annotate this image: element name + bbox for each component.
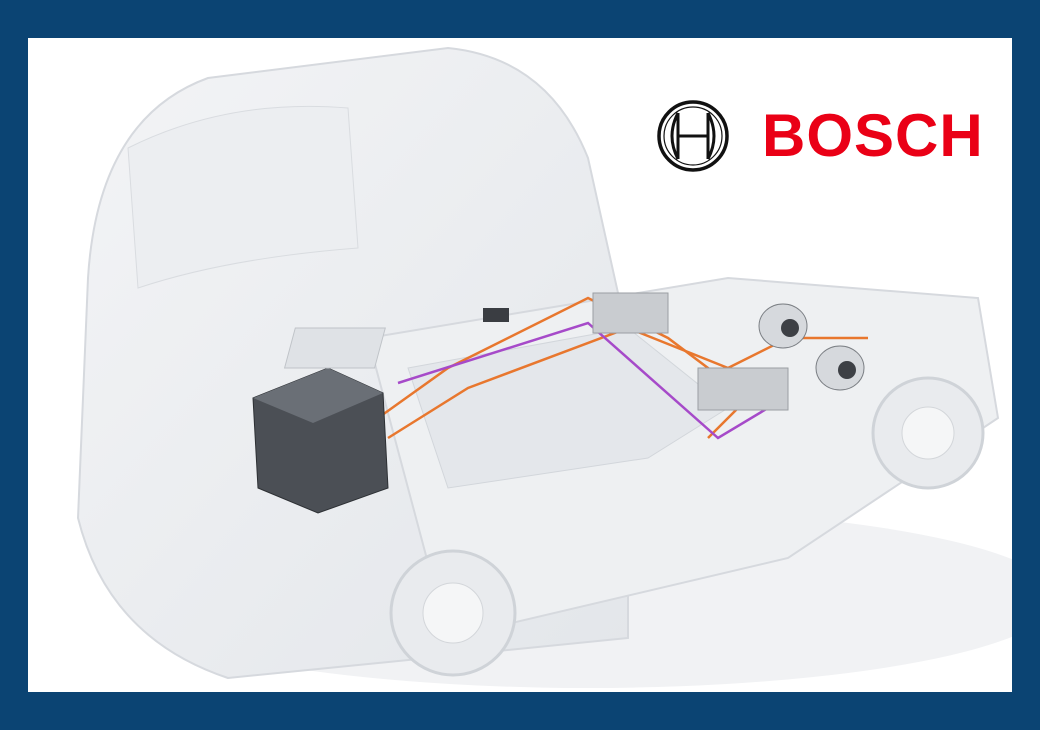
image-canvas: BOSCH [28, 38, 1012, 692]
converter-unit [283, 327, 386, 369]
bosch-logo: BOSCH [656, 96, 984, 176]
fuel-cell-module [252, 367, 389, 514]
fuel-cell-truck-illustration [76, 46, 1012, 688]
wheel-front [389, 549, 517, 677]
electric-motor-1 [758, 303, 808, 349]
windshield [127, 105, 359, 289]
electric-motor-2 [815, 345, 865, 391]
inverter-unit [592, 292, 669, 334]
control-unit [483, 308, 509, 322]
bosch-armature-icon [657, 100, 729, 172]
power-electronics-unit [697, 367, 789, 411]
tank-platform [407, 327, 729, 489]
brand-wordmark: BOSCH [762, 102, 984, 169]
wheel-rear [871, 376, 985, 490]
